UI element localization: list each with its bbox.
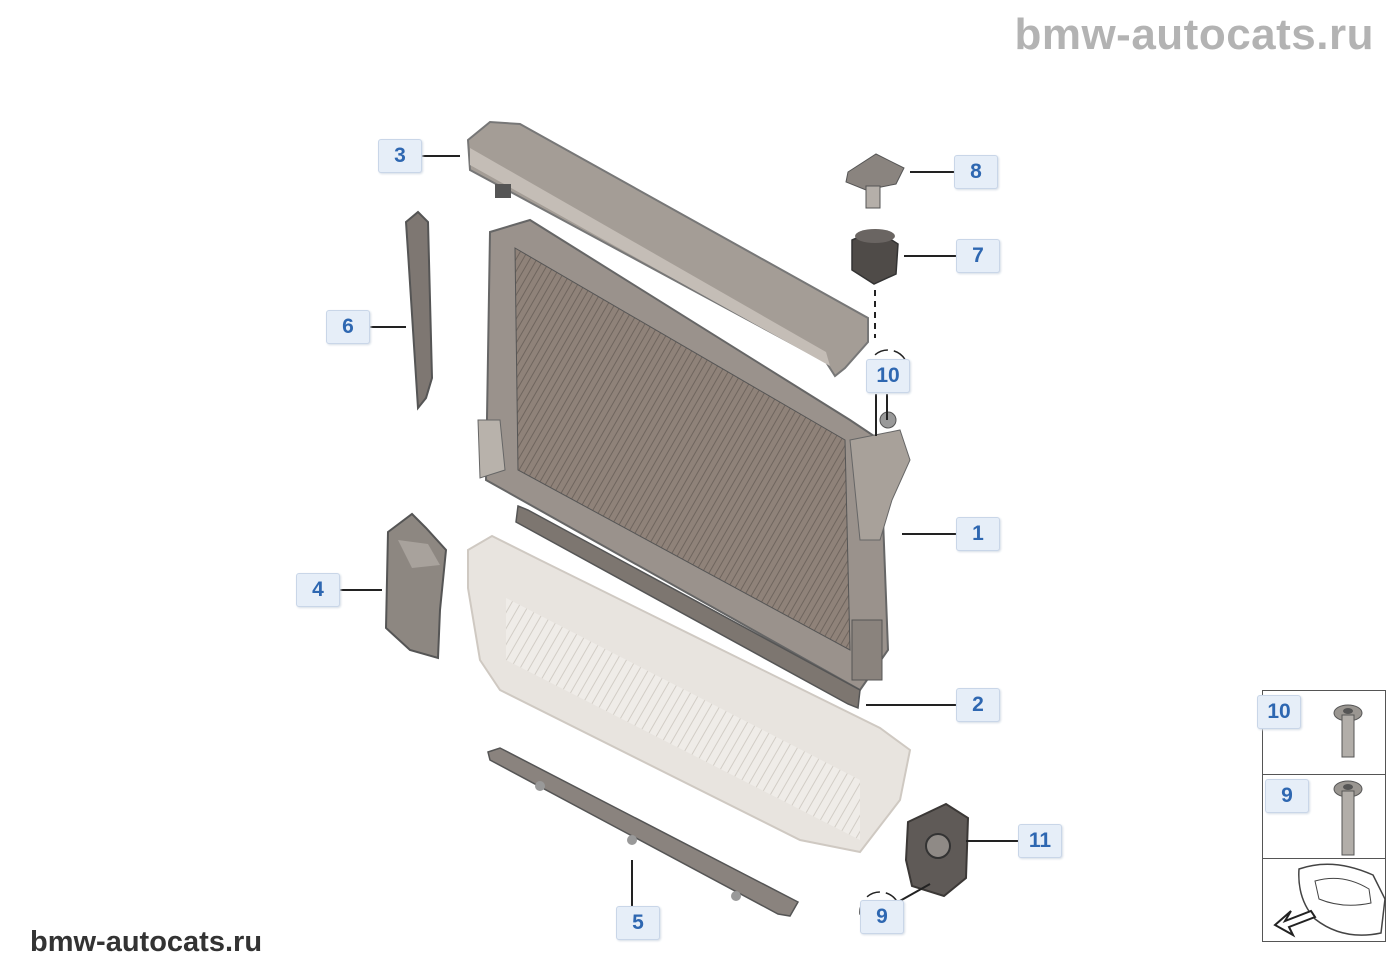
callout-5[interactable]: 5 — [616, 906, 660, 940]
legend-cell-car — [1263, 859, 1386, 943]
callout-4[interactable]: 4 — [296, 573, 340, 607]
side-air-guide[interactable] — [404, 210, 434, 411]
callout-1[interactable]: 1 — [956, 517, 1000, 551]
expanding-rivet[interactable] — [845, 153, 905, 209]
air-duct[interactable] — [384, 512, 448, 660]
lower-air-guide[interactable] — [487, 747, 800, 917]
callout-3[interactable]: 3 — [378, 139, 422, 173]
legend-box: 10 9 — [1257, 690, 1386, 943]
radiator-top-cover[interactable] — [466, 120, 869, 378]
intercooler — [467, 534, 912, 854]
legend-label-10[interactable]: 10 — [1257, 695, 1301, 729]
watermark-bottom: bmw-autocats.ru — [30, 926, 263, 958]
callout-8[interactable]: 8 — [954, 155, 998, 189]
callout-11[interactable]: 11 — [1018, 824, 1062, 858]
seal-strip[interactable] — [515, 504, 861, 710]
screw-long-icon — [1333, 780, 1363, 856]
callout-10[interactable]: 10 — [866, 359, 910, 393]
callout-6[interactable]: 6 — [326, 310, 370, 344]
callout-9[interactable]: 9 — [860, 900, 904, 934]
legend-label-9[interactable]: 9 — [1265, 779, 1309, 813]
car-front-arrow-icon — [1273, 863, 1386, 938]
watermark-top: bmw-autocats.ru — [1014, 10, 1374, 59]
legend-cell-9[interactable]: 9 — [1263, 775, 1385, 859]
rubber-mount[interactable] — [851, 229, 899, 285]
screw-short-icon — [1333, 704, 1363, 758]
callout-7[interactable]: 7 — [956, 239, 1000, 273]
callout-2[interactable]: 2 — [956, 688, 1000, 722]
bracket[interactable] — [904, 802, 970, 898]
radiator[interactable] — [477, 218, 911, 692]
legend-cell-10[interactable]: 10 — [1257, 691, 1385, 775]
